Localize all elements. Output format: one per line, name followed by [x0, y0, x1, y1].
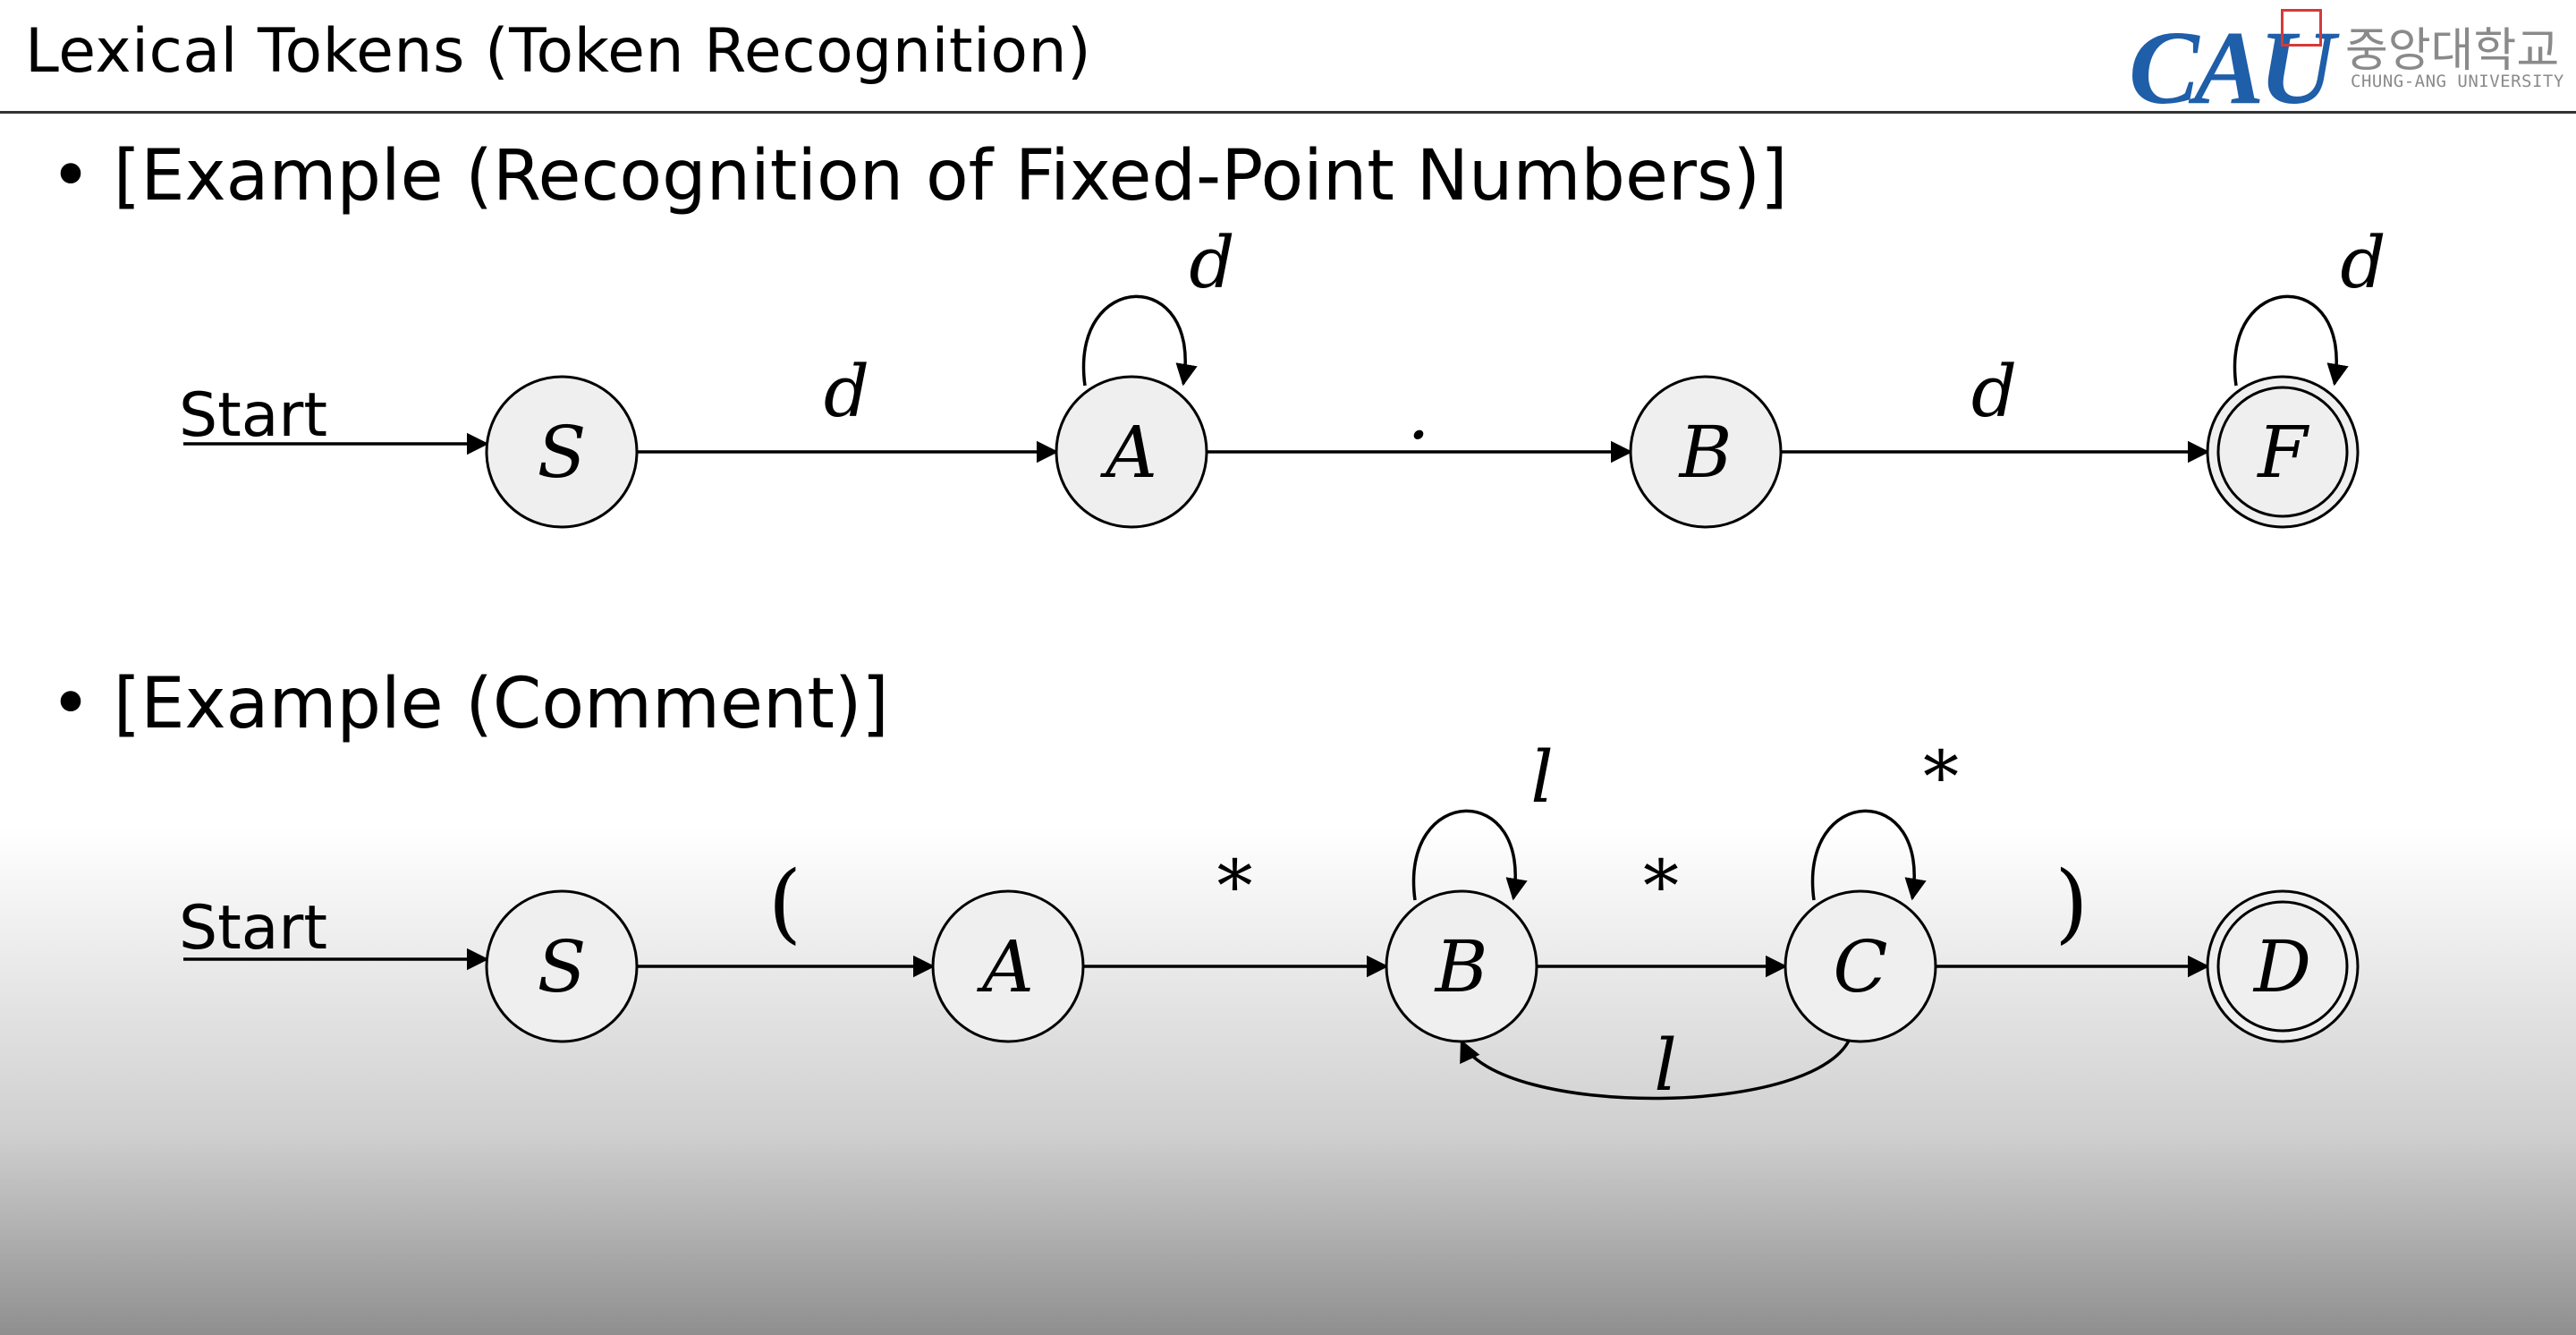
- comment-transition-C-B: [1460, 1033, 1853, 1101]
- comment-state-s-label: S: [538, 925, 587, 1008]
- comment-transition-B-B-label: l: [1530, 736, 1554, 819]
- comment-transition-C-C-label: *: [1923, 736, 1959, 819]
- logo-english-name: CHUNG-ANG UNIVERSITY: [2351, 72, 2564, 91]
- fixed_point-state-a-label: A: [1099, 411, 1157, 494]
- fixed_point-transition-F-F: [2233, 294, 2349, 387]
- fixed_point-state-a: [1055, 375, 1208, 529]
- comment-state-a-label: A: [976, 925, 1034, 1008]
- comment-transition-S-A-label: (: [768, 853, 801, 953]
- comment-state-d: [2206, 889, 2360, 1043]
- fixed_point-transition-F-F-label: d: [2340, 221, 2385, 304]
- fixed_point-state-f-accepting-ring: [2216, 386, 2349, 518]
- comment-state-b-label: B: [1434, 925, 1488, 1008]
- fixed_point-transition-A-B-label: .: [1407, 372, 1429, 455]
- logo-korean-name: 중앙대학교: [2345, 24, 2560, 78]
- comment-state-d-label: D: [2252, 925, 2311, 1008]
- fixed_point-state-b-label: B: [1678, 411, 1733, 494]
- comment-transition-C-D-label: ): [2055, 853, 2088, 953]
- title-divider: [0, 111, 2576, 114]
- comment-state-s: [485, 889, 639, 1043]
- fixed_point-start-label: Start: [179, 380, 327, 451]
- bullet-comment: • [Example (Comment)]: [50, 664, 889, 744]
- fixed_point-state-s-label: S: [538, 411, 587, 494]
- comment-start-label: Start: [179, 893, 327, 964]
- comment-transition-B-C-label: *: [1643, 845, 1679, 928]
- fixed_point-state-f-label: F: [2256, 411, 2309, 494]
- comment-state-b: [1385, 889, 1538, 1043]
- comment-state-c-label: C: [1833, 925, 1887, 1008]
- fixed_point-transition-S-A-label: d: [824, 350, 869, 433]
- fixed_point-transition-B-F-label: d: [1971, 350, 2017, 433]
- comment-transition-C-C: [1810, 809, 1927, 901]
- comment-transition-C-B-label: l: [1654, 1024, 1677, 1107]
- logo-accent-icon: [2281, 9, 2322, 47]
- logo-mark: CAU: [2129, 9, 2335, 126]
- fixed_point-state-f: [2206, 375, 2360, 529]
- fixed_point-state-b: [1629, 375, 1783, 529]
- fixed_point-transition-A-A-label: d: [1189, 221, 1234, 304]
- comment-state-a: [931, 889, 1085, 1043]
- fixed_point-transition-A-A: [1081, 294, 1198, 387]
- comment-state-d-accepting-ring: [2216, 900, 2349, 1033]
- bullet-fixed-point: • [Example (Recognition of Fixed-Point N…: [50, 136, 1788, 217]
- comment-transition-A-B-label: *: [1217, 845, 1253, 928]
- fixed_point-state-s: [485, 375, 639, 529]
- comment-transition-B-B: [1411, 809, 1528, 901]
- slide-title: Lexical Tokens (Token Recognition): [25, 16, 1092, 87]
- comment-state-c: [1784, 889, 1937, 1043]
